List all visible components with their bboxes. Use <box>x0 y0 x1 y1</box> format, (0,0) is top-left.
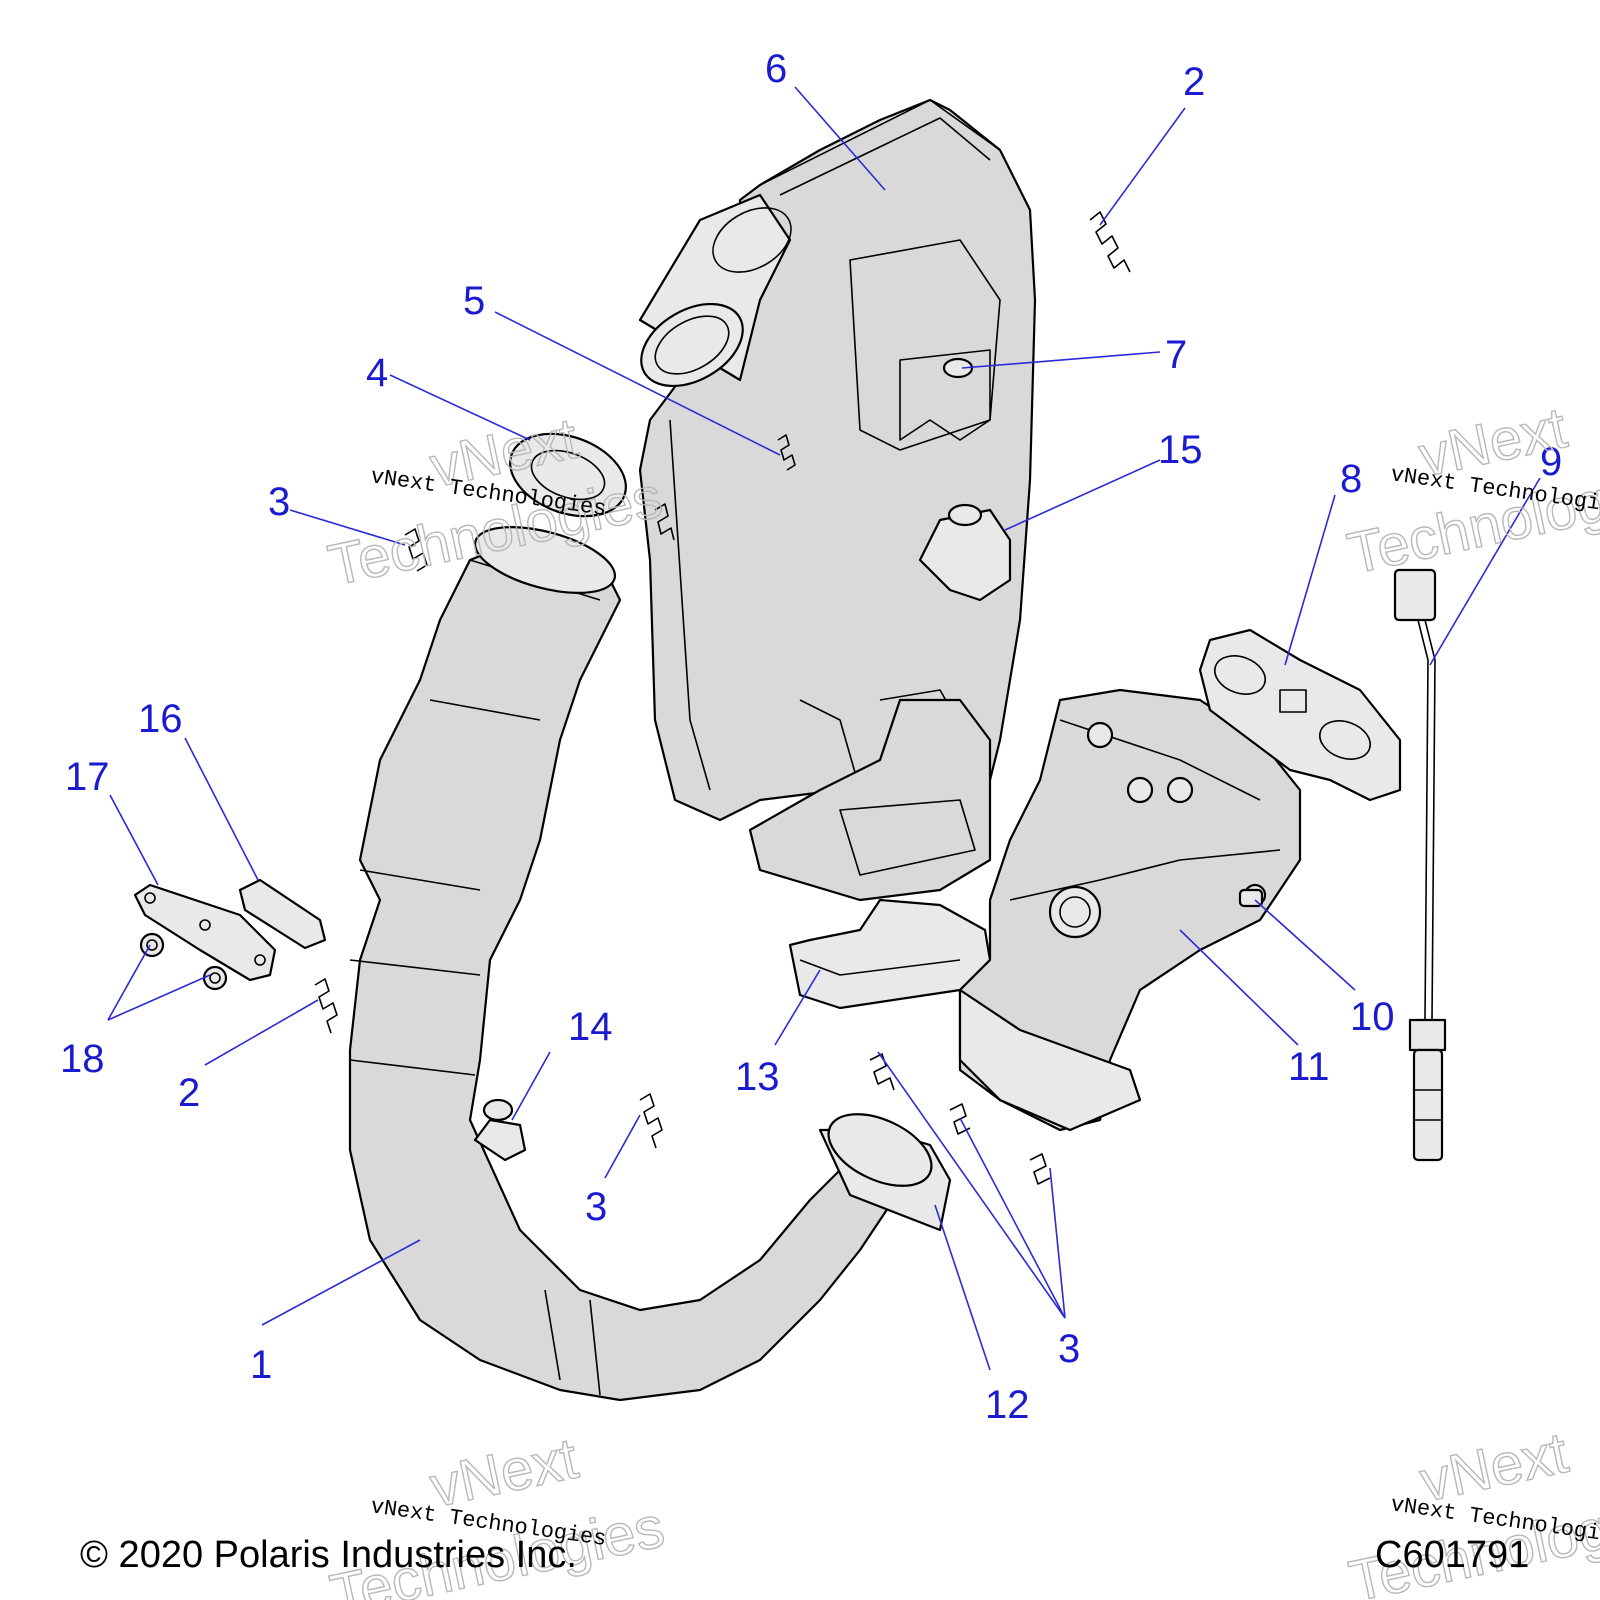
spring-3-right-c <box>1029 1153 1051 1185</box>
oxygen-sensor <box>1393 568 1447 1162</box>
spring-2-left <box>314 978 338 1034</box>
callout-7: 7 <box>1165 333 1187 377</box>
figure-id: C601791 <box>1375 1534 1529 1576</box>
callout-3-right: 3 <box>1058 1327 1080 1371</box>
callout-5: 5 <box>463 279 485 323</box>
mount-plate <box>133 883 277 982</box>
callout-14: 14 <box>568 1005 613 1049</box>
spring-3-right-a <box>869 1053 895 1091</box>
callout-10: 10 <box>1350 995 1395 1039</box>
callout-3-left: 3 <box>268 480 290 524</box>
callout-4: 4 <box>366 351 388 395</box>
rubber-grommet <box>473 1098 527 1162</box>
callout-11: 11 <box>1288 1045 1330 1089</box>
callout-9: 9 <box>1540 440 1562 484</box>
mount-bracket <box>238 878 327 950</box>
exhaust-manifold <box>958 688 1302 1132</box>
outlet-ring <box>818 1113 952 1232</box>
callout-13: 13 <box>735 1055 780 1099</box>
callout-15: 15 <box>1158 428 1203 472</box>
callout-3-center: 3 <box>585 1185 607 1229</box>
spring-2-top <box>1089 211 1131 273</box>
heat-shield-clip <box>788 898 992 1010</box>
callout-16: 16 <box>138 697 183 741</box>
muffler-lower-bracket <box>748 698 992 902</box>
spring-3-left <box>404 528 428 572</box>
flange-nut-b <box>202 965 228 991</box>
spring-3-center <box>639 1093 663 1149</box>
spring-5 <box>777 434 796 471</box>
callout-8: 8 <box>1340 457 1362 501</box>
manifold-gasket <box>1198 628 1402 802</box>
muffler-clamp <box>918 503 1012 602</box>
exhaust-gasket <box>509 432 627 518</box>
callout-1: 1 <box>250 1343 272 1387</box>
mount-bolt <box>942 357 974 379</box>
callouts: 1 2 2 3 3 3 4 5 6 7 8 9 10 11 12 13 14 1… <box>60 47 1562 1427</box>
callout-6: 6 <box>765 47 787 91</box>
leader-lines <box>107 86 1541 1371</box>
callout-2-left: 2 <box>178 1071 200 1115</box>
spring-5b <box>654 503 675 541</box>
callout-17: 17 <box>65 755 110 799</box>
flange-nut-a <box>139 932 165 958</box>
muffler <box>638 98 1037 852</box>
callout-18: 18 <box>60 1037 105 1081</box>
callout-12: 12 <box>985 1383 1030 1427</box>
callout-2-top: 2 <box>1183 60 1205 104</box>
copyright-text: © 2020 Polaris Industries Inc. <box>80 1534 577 1576</box>
